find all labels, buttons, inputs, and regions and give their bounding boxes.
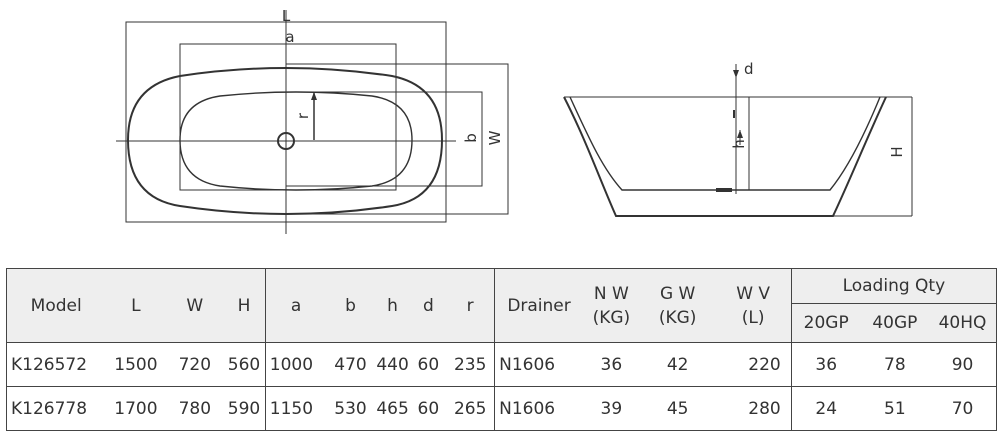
cell-wv: 280: [715, 386, 792, 431]
tub-side-inner: [569, 96, 881, 191]
cell-r: 265: [446, 386, 496, 431]
label-b: b: [462, 133, 480, 143]
header-H: H: [223, 268, 266, 343]
header-a: a: [265, 268, 327, 343]
label-H: H: [888, 146, 906, 157]
cell-nw: 36: [582, 342, 640, 387]
cell-H: 560: [223, 342, 266, 387]
cell-b: 530: [326, 386, 375, 431]
cell-model: K126778: [6, 386, 106, 431]
tub-side-outer: [563, 96, 887, 217]
cell-model: K126572: [6, 342, 106, 387]
tub-inner-basin: [179, 91, 413, 191]
cell-40hq: 90: [929, 342, 998, 387]
header-gw-line2: (KG): [658, 307, 697, 328]
header-40hq: 40HQ: [929, 303, 998, 343]
cell-40gp: 51: [860, 386, 930, 431]
header-L: L: [105, 268, 167, 343]
label-W: W: [486, 130, 504, 145]
header-gw-line1: G W: [659, 283, 696, 304]
header-40gp: 40GP: [860, 303, 930, 343]
dimension-frame-a: [179, 43, 397, 191]
header-wv-line1: W V: [736, 283, 771, 304]
cell-d: 60: [410, 342, 447, 387]
table-row: K126572 1500 720 560 1000 470 440 60 235…: [6, 342, 998, 387]
cell-L: 1700: [105, 386, 167, 431]
header-b: b: [326, 268, 375, 343]
label-a: a: [285, 28, 294, 46]
tub-outer-rim: [126, 67, 444, 215]
header-nw: N W (KG): [582, 268, 640, 343]
header-W: W: [166, 268, 224, 343]
table-row: K126778 1700 780 590 1150 530 465 60 265…: [6, 386, 998, 431]
drain-hole: [277, 132, 295, 150]
cell-20gp: 36: [791, 342, 861, 387]
header-d: d: [410, 268, 447, 343]
header-gw: G W (KG): [639, 268, 716, 343]
cell-wv: 220: [715, 342, 792, 387]
top-view: [116, 10, 509, 234]
cell-gw: 45: [639, 386, 716, 431]
top-view-labels: L a r b W: [282, 7, 504, 145]
side-view-labels: d h H: [730, 60, 906, 158]
header-model: Model: [6, 268, 106, 343]
technical-drawing: L a r b W d h H: [116, 7, 913, 234]
header-loading-qty: Loading Qty: [791, 268, 998, 304]
cell-a: 1000: [265, 342, 327, 387]
label-d: d: [744, 60, 754, 78]
cell-H: 590: [223, 386, 266, 431]
header-h: h: [374, 268, 411, 343]
label-L: L: [282, 7, 291, 25]
header-wv-line2: (L): [741, 307, 765, 328]
header-nw-line1: N W: [593, 283, 629, 304]
cell-h: 465: [374, 386, 411, 431]
cell-gw: 42: [639, 342, 716, 387]
spec-table: Model L W H a b h d r Drainer N W (KG) G…: [6, 268, 998, 431]
cell-nw: 39: [582, 386, 640, 431]
cell-40hq: 70: [929, 386, 998, 431]
cell-d: 60: [410, 386, 447, 431]
label-h: h: [730, 139, 748, 149]
cell-L: 1500: [105, 342, 167, 387]
cell-a: 1150: [265, 386, 327, 431]
cell-W: 720: [166, 342, 224, 387]
cell-drainer: N1606: [494, 342, 583, 387]
side-view: [563, 64, 913, 217]
dimension-frame-b: [285, 91, 483, 187]
cell-40gp: 78: [860, 342, 930, 387]
cell-20gp: 24: [791, 386, 861, 431]
cell-h: 440: [374, 342, 411, 387]
label-r: r: [294, 112, 312, 119]
cell-b: 470: [326, 342, 375, 387]
header-nw-line2: (KG): [592, 307, 631, 328]
header-20gp: 20GP: [791, 303, 861, 343]
header-drainer: Drainer: [494, 268, 583, 343]
header-r: r: [446, 268, 496, 343]
header-wv: W V (L): [715, 268, 792, 343]
cell-drainer: N1606: [494, 386, 583, 431]
cell-W: 780: [166, 386, 224, 431]
cell-r: 235: [446, 342, 496, 387]
